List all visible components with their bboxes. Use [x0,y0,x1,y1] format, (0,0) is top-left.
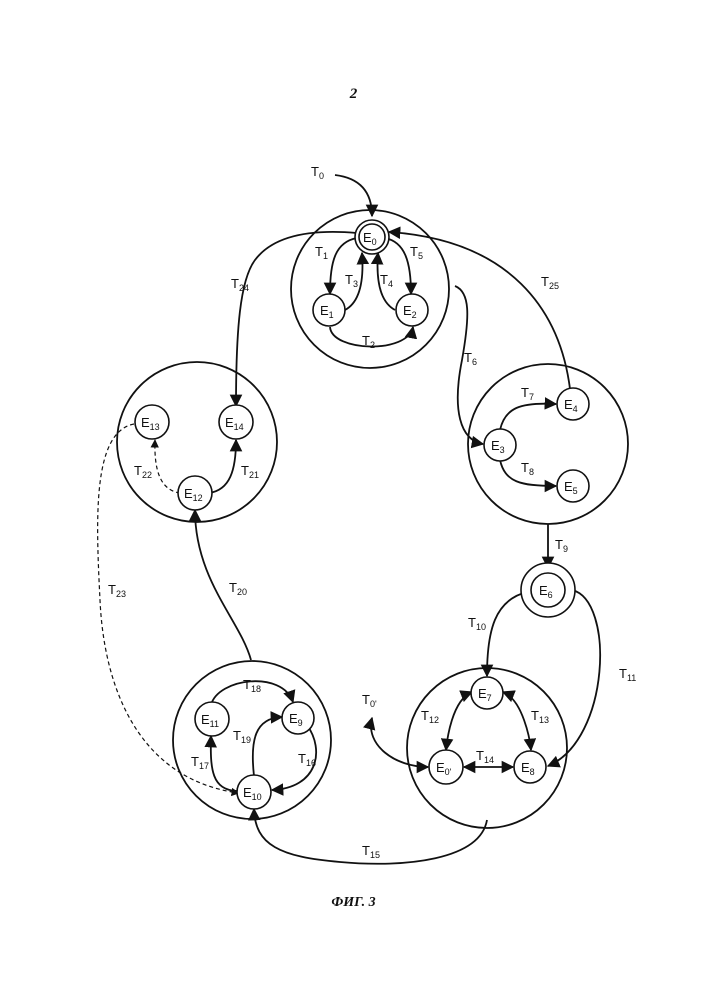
state-e0-prime-sub: 0' [445,767,452,777]
state-e5-sub: 5 [573,486,578,496]
state-e14-name: E [225,415,234,430]
state-e7: E7 [471,677,503,709]
label-t25: T25 [541,274,559,291]
label-t20: T20 [229,580,247,597]
label-t6: T6 [464,350,477,367]
state-e3: E3 [484,429,516,461]
label-t0: T0 [311,164,324,181]
label-t10: T10 [468,615,486,632]
edge-t20 [195,510,251,660]
state-e8: E8 [514,751,546,783]
label-t7: T7 [521,385,534,402]
state-e6: E6 [521,563,575,617]
state-e0-name: E [363,230,372,245]
state-e3-sub: 3 [500,445,505,455]
label-t1: T1 [315,244,328,261]
state-e13-sub: 13 [150,422,160,432]
edge-t19 [253,717,282,776]
state-e5: E5 [557,470,589,502]
state-e2: E2 [396,294,428,326]
edge-t6 [455,286,483,444]
state-e0-prime: E0' [429,750,463,784]
label-t2: T2 [362,333,375,350]
label-t0-prime: T0' [362,692,377,709]
edge-t10 [487,592,527,676]
state-nodes: E0 E1 E2 E3 E4 E5 E6 E7 [135,220,589,809]
label-t4: T4 [380,272,393,289]
state-e7-sub: 7 [487,693,492,703]
label-t16: T16 [298,751,316,768]
edge-t12 [446,692,472,750]
edge-t21 [209,440,236,493]
state-e4-sub: 4 [573,404,578,414]
state-e14-sub: 14 [234,422,244,432]
transition-labels: T0 T1 T3 T4 T5 T2 T6 T25 T7 T8 T9 T10 T1… [108,164,636,860]
label-t9: T9 [555,537,568,554]
label-t21: T21 [241,463,259,480]
state-e10-name: E [243,785,252,800]
state-e4: E4 [557,388,589,420]
label-t23: T23 [108,582,126,599]
label-t17: T17 [191,754,209,771]
state-e9: E9 [282,702,314,734]
label-t22: T22 [134,463,152,480]
state-e0-sub: 0 [372,237,377,247]
state-e4-name: E [564,397,573,412]
state-e2-name: E [403,303,412,318]
state-e9-sub: 9 [298,718,303,728]
label-t11: T11 [619,666,636,683]
state-e7-name: E [478,686,487,701]
state-e10: E10 [237,775,271,809]
state-e11-name: E [201,712,210,727]
state-e14: E14 [219,405,253,439]
figure-caption: ФИГ. 3 [0,895,707,911]
state-e2-sub: 2 [412,310,417,320]
edge-t0-prime [371,718,428,767]
state-e10-sub: 10 [252,792,262,802]
state-e0-prime-name: E [436,760,445,775]
state-e13-name: E [141,415,150,430]
edge-t22 [155,440,180,493]
state-e13: E13 [135,405,169,439]
state-e6-sub: 6 [548,590,553,600]
state-e11: E11 [195,702,229,736]
state-e8-sub: 8 [530,767,535,777]
state-e5-name: E [564,479,573,494]
state-e1-name: E [320,303,329,318]
label-t13: T13 [531,708,549,725]
edge-t23 [98,424,239,793]
edge-t17 [211,736,237,791]
state-e1-sub: 1 [329,310,334,320]
label-t18: T18 [243,677,261,694]
label-t14: T14 [476,748,494,765]
state-e11-sub: 11 [210,719,219,729]
state-e12-sub: 12 [193,493,203,503]
state-e0: E0 [355,220,389,254]
state-e12: E12 [178,476,212,510]
label-t3: T3 [345,272,358,289]
label-t5: T5 [410,244,423,261]
label-t15: T15 [362,843,380,860]
state-e9-name: E [289,711,298,726]
state-e6-name: E [539,583,548,598]
label-t8: T8 [521,460,534,477]
edge-t7 [500,404,556,430]
state-e8-name: E [521,760,530,775]
label-t19: T19 [233,728,251,745]
state-e3-name: E [491,438,500,453]
label-t12: T12 [421,708,439,725]
state-e12-name: E [184,486,193,501]
state-e1: E1 [313,294,345,326]
edge-t13 [503,692,531,750]
